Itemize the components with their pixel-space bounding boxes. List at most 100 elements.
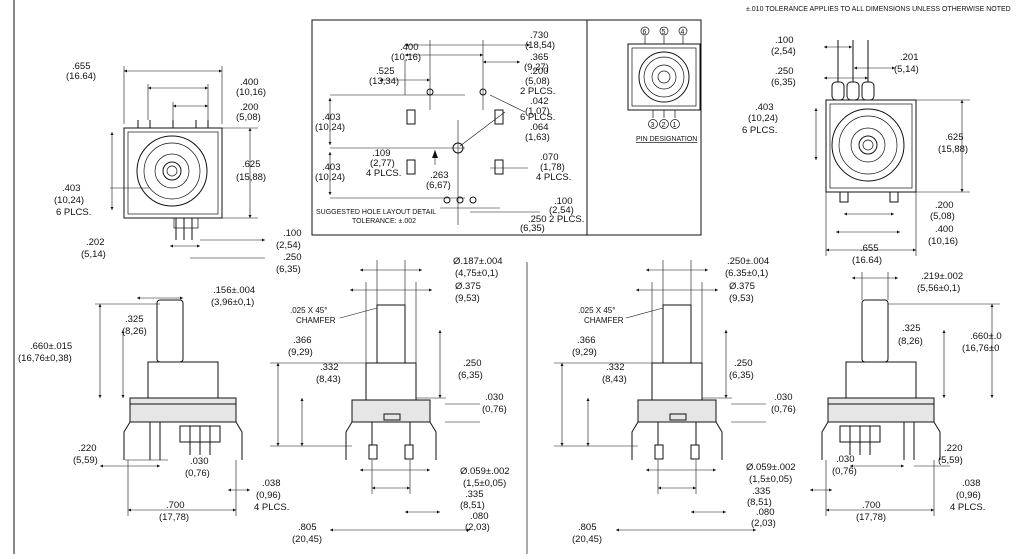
fl-dim-366-mm: (9,29) (288, 347, 313, 358)
dim-100-mm: (2,54) (549, 205, 574, 216)
fr-dim-805-mm: (20,45) (572, 534, 602, 545)
fl-dim-080-mm: (2,03) (465, 522, 490, 533)
fr-dim-375: Ø.375 (729, 281, 755, 292)
sl-dim-038-mm: (0,96) (256, 490, 281, 501)
dim-250-mm: (6,35) (520, 223, 545, 234)
tr-dim-655-mm: (16.64) (852, 255, 882, 266)
fl-dim-187-mm: (4,75±0,1) (455, 268, 498, 279)
fl-chamfer-1: .025 X 45° (290, 306, 327, 315)
dim-400-mm: (10,16) (391, 52, 421, 63)
dim-200-mm: (5,08) (525, 76, 550, 87)
tl-dim-403: .403 (62, 183, 81, 194)
tl-dim-250-mm: (6,35) (276, 264, 301, 275)
fr-dim-030-mm: (0,76) (771, 404, 796, 415)
fr-dim-059-mm: (1,5±0,05) (749, 474, 792, 485)
sr-dim-219: .219±.002 (921, 271, 963, 282)
sl-dim-700-mm: (17,78) (159, 512, 189, 523)
hole-center (452, 142, 464, 154)
bushing-r (845, 361, 917, 399)
dim-070: .070 (540, 152, 559, 163)
sr-dim-660-mm: (16,76±0 (962, 343, 999, 354)
fl-chamfer-2: CHAMFER (296, 316, 336, 325)
tr-dim-201: .201 (900, 52, 919, 63)
sl-dim-325-mm: (8,26) (122, 326, 147, 337)
dim-070-mm: (1,78) (540, 162, 565, 173)
housing-front-r (637, 399, 717, 423)
housing-front (351, 399, 431, 423)
tl-dim-625: .625 (242, 159, 261, 170)
fl-dim-805: .805 (298, 522, 317, 533)
hole-layout-inset: .730 (18,54) .400 (10,16) .365 (9,27) .5… (311, 19, 702, 236)
pin-5-label: 5 (662, 29, 666, 36)
fr-dim-250-mm: (6,35) (729, 370, 754, 381)
dim-100-note: 2 PLCS. (549, 214, 584, 225)
sr-dim-219-mm: (5,56±0,1) (917, 283, 960, 294)
fr-chamfer-2: CHAMFER (584, 316, 624, 325)
dim-200: .200 (530, 66, 549, 77)
top-right-plan-view: .100 (2,54) .201 (5,14) .250 (6,35) .403… (742, 35, 970, 266)
sr-dim-220-mm: (5,59) (938, 455, 963, 466)
dim-042: .042 (530, 96, 549, 107)
shaft-front-r (662, 304, 692, 364)
fl-dim-250: .250 (463, 358, 482, 369)
fr-dim-335-mm: (8,51) (747, 497, 772, 508)
dim-064-mm: (1,63) (525, 132, 550, 143)
dim-403a: .403 (322, 112, 341, 123)
hole-4 (456, 196, 464, 204)
tl-dim-655-mm: (16.64) (66, 71, 96, 82)
tl-dim-100-mm: (2,54) (276, 240, 301, 251)
sr-dim-038-note: 4 PLCS. (950, 502, 985, 513)
tl-dim-250: .250 (283, 252, 302, 263)
fr-dim-375-mm: (9,53) (729, 293, 754, 304)
housing-r (827, 397, 935, 423)
fl-dim-332-mm: (8,43) (316, 374, 341, 385)
fr-dim-030: .030 (774, 392, 793, 403)
pin-1-label: 1 (673, 122, 677, 129)
fl-dim-366: .366 (293, 335, 312, 346)
sr-dim-660: .660±.0 (970, 331, 1002, 342)
dim-365: .365 (530, 52, 549, 63)
sl-dim-038-note: 4 PLCS. (254, 502, 289, 513)
fr-dim-080: .080 (756, 507, 775, 518)
dim-064: .064 (530, 122, 549, 133)
dim-400: .400 (400, 42, 419, 53)
dim-263: .263 (430, 170, 449, 181)
fl-dim-335-mm: (8,51) (460, 500, 485, 511)
tr-dim-625: .625 (945, 132, 964, 143)
tr-dim-201-mm: (5,14) (894, 64, 919, 75)
dim-250: .250 (528, 214, 547, 225)
front-view-left: Ø.187±.004 (4,75±0,1) Ø.375 (9,53) .025 … (270, 256, 510, 545)
hole-5 (469, 196, 477, 204)
fl-dim-332: .332 (320, 362, 339, 373)
fr-dim-250t-mm: (6.35±0,1) (725, 268, 768, 279)
tr-dim-400-mm: (10,16) (928, 236, 958, 247)
knob-outer (136, 135, 208, 207)
fl-dim-059-mm: (1,5±0,05) (463, 478, 506, 489)
fr-dim-366: .366 (577, 335, 596, 346)
hole-layout-title: SUGGESTED HOLE LAYOUT DETAIL (316, 209, 436, 216)
fl-dim-030-mm: (0,76) (482, 404, 507, 415)
pin-6-label: 6 (643, 29, 647, 36)
sl-dim-700: .700 (166, 500, 185, 511)
fl-dim-030: .030 (485, 392, 504, 403)
tr-dim-400: .400 (935, 224, 954, 235)
sl-dim-660: .660±.015 (30, 341, 72, 352)
dim-730: .730 (530, 30, 549, 41)
tl-dim-400: .400 (240, 77, 259, 88)
fr-dim-059: Ø.059±.002 (746, 462, 796, 473)
tl-dim-202: .202 (86, 237, 105, 248)
hole-layout-tolerance: TOLERANCE: ±.002 (352, 218, 416, 225)
dim-525-mm: (13,34) (369, 76, 399, 87)
tr-dim-100-mm: (2,54) (771, 46, 796, 57)
front-view-right: .250±.004 (6.35±0,1) Ø.375 (9,53) .025 X… (554, 256, 796, 545)
sr-dim-700-mm: (17,78) (856, 512, 886, 523)
tr-dim-200-mm: (5,08) (930, 211, 955, 222)
tl-dim-403-note: 6 PLCS. (56, 207, 91, 218)
sl-dim-325: .325 (125, 314, 144, 325)
dim-365-mm: (9,27) (524, 62, 549, 73)
fl-dim-335: .335 (465, 489, 484, 500)
fl-dim-080: .080 (470, 511, 489, 522)
shaft-r (861, 299, 889, 363)
fl-dim-250-mm: (6,35) (458, 370, 483, 381)
